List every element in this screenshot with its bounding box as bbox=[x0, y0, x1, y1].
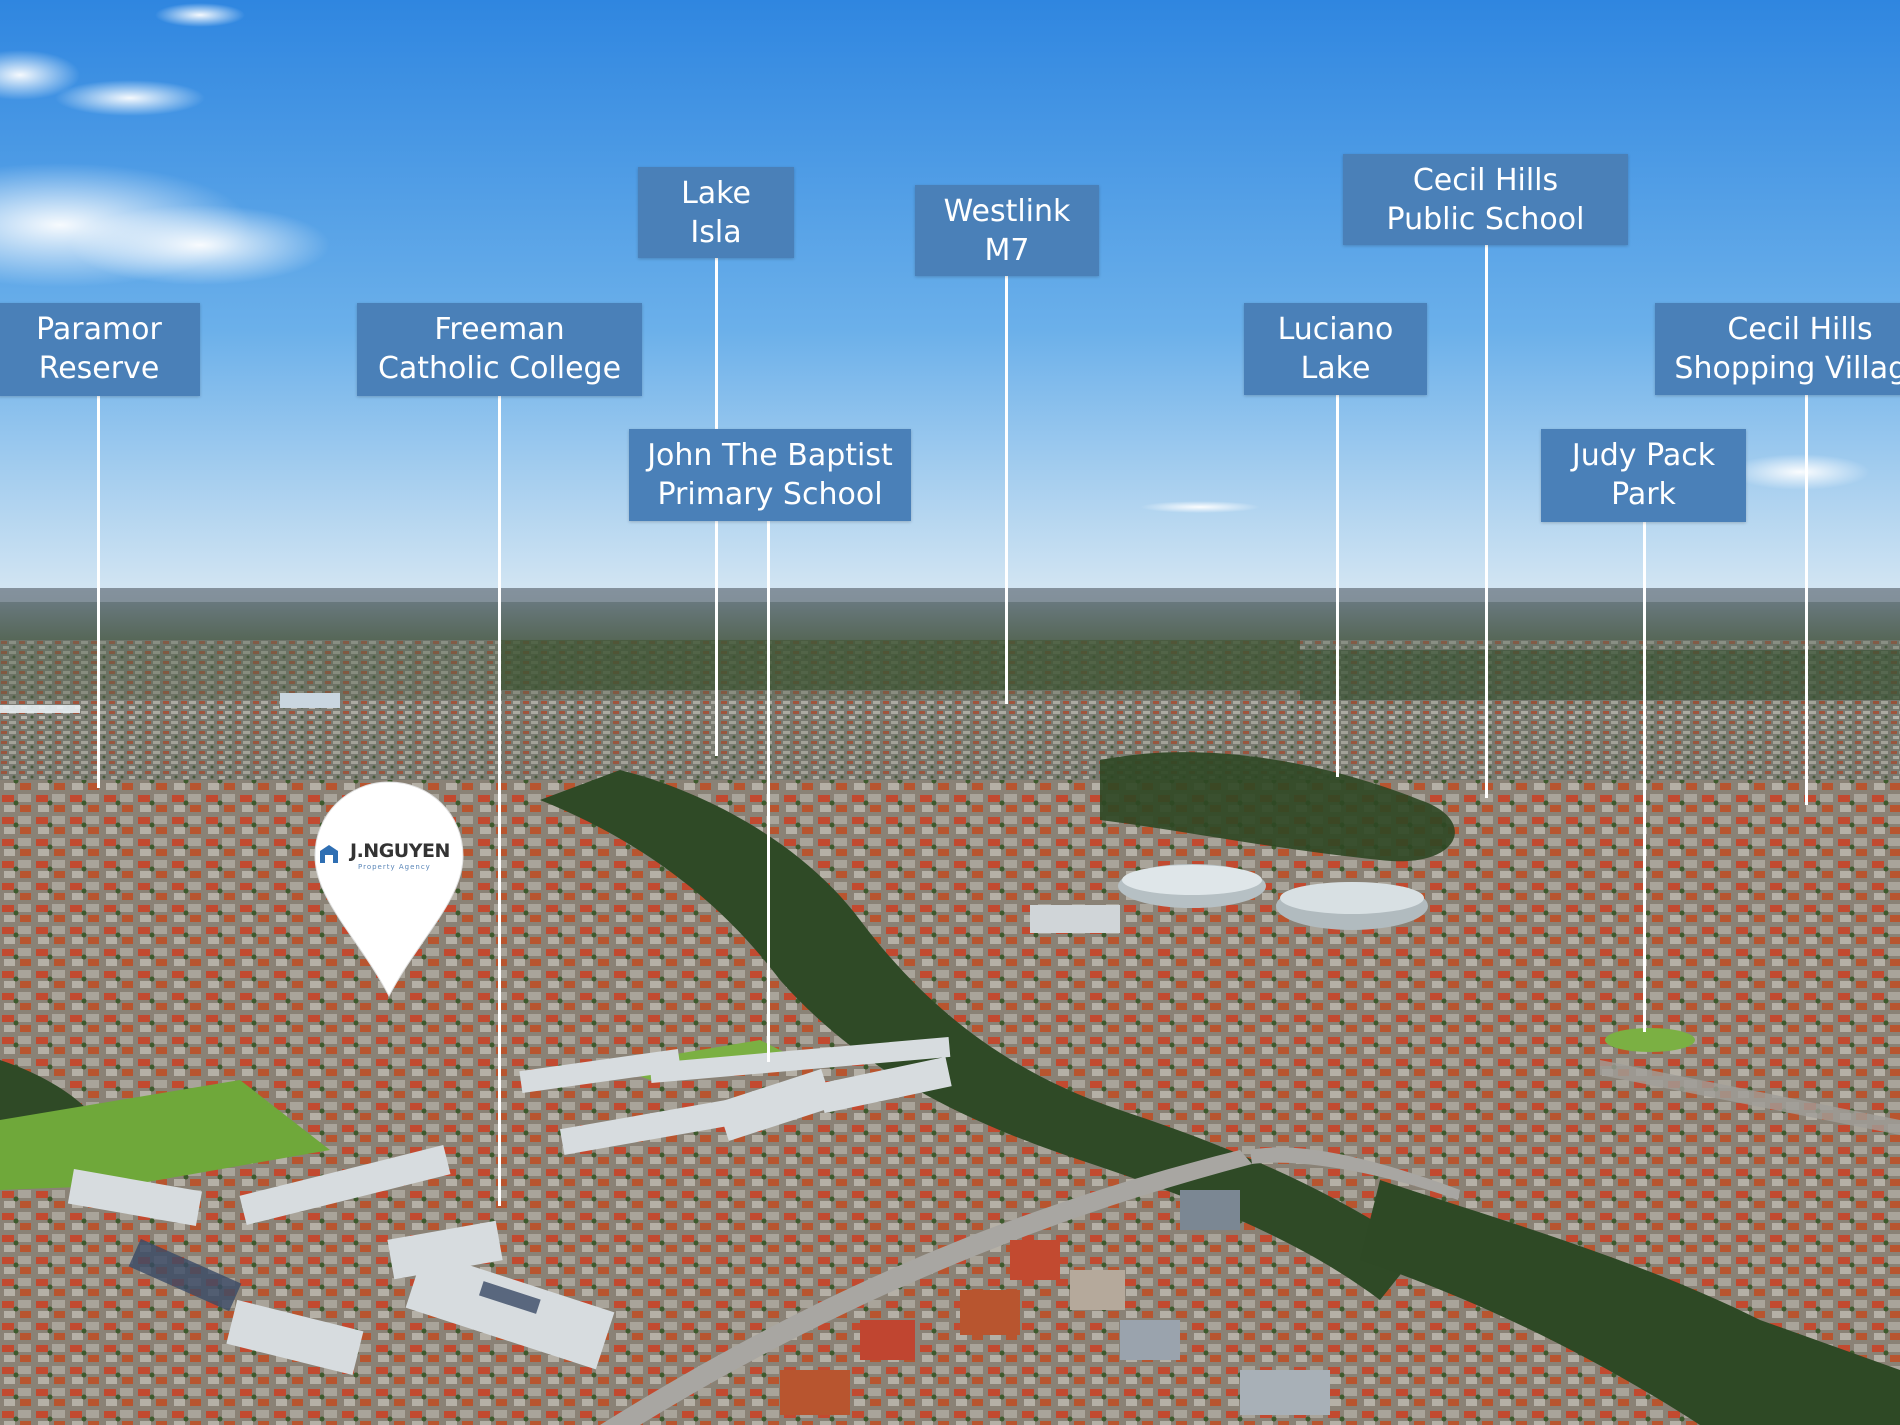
house-logo-icon bbox=[320, 845, 338, 863]
leader-line-cecil-hills-public-school bbox=[1485, 245, 1488, 798]
leader-line-lake-isla bbox=[715, 258, 718, 430]
leader-line-john-the-baptist bbox=[767, 520, 770, 1062]
agency-tagline: Property Agency bbox=[358, 863, 431, 871]
leader-line-luciano-lake bbox=[1336, 395, 1339, 777]
agency-logo: J.NGUYEN Property Agency bbox=[318, 838, 463, 872]
leader-line-lake-isla-lower bbox=[715, 520, 718, 756]
leader-line-freeman-catholic-college bbox=[498, 396, 501, 1206]
agency-brand: J.NGUYEN bbox=[350, 840, 450, 862]
location-pin-icon bbox=[314, 781, 464, 998]
leader-line-judy-pack-park bbox=[1643, 522, 1646, 1032]
leader-line-westlink-m7 bbox=[1005, 276, 1008, 704]
leader-line-cecil-hills-shopping-village bbox=[1805, 395, 1808, 805]
leader-line-paramor-reserve bbox=[97, 396, 100, 788]
